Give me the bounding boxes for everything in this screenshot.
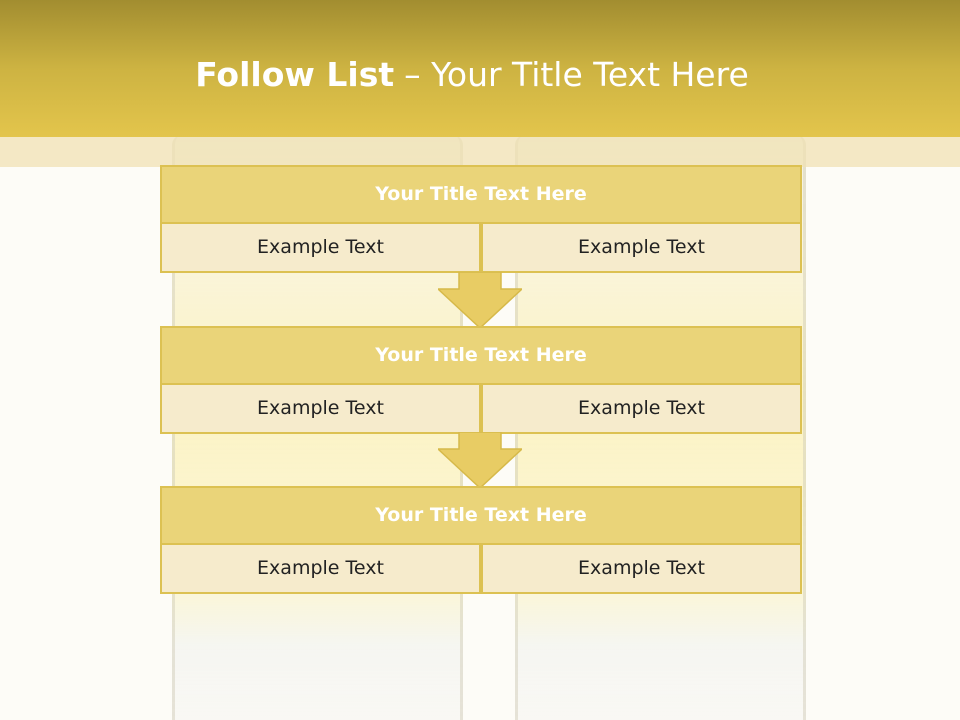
header-bar (0, 0, 960, 137)
block-cell-right: Example Text (481, 543, 802, 594)
block-cell-right: Example Text (481, 222, 802, 273)
block-title: Your Title Text Here (160, 486, 802, 545)
block-cell-left: Example Text (160, 383, 481, 434)
slide-title-bold: Follow List (195, 55, 395, 94)
header-band (0, 137, 960, 167)
down-arrow-icon (438, 272, 522, 328)
list-block-3: Your Title Text Here Example Text Exampl… (160, 486, 802, 594)
list-block-1: Your Title Text Here Example Text Exampl… (160, 165, 802, 273)
block-cell-right: Example Text (481, 383, 802, 434)
down-arrow-icon (438, 432, 522, 488)
block-title: Your Title Text Here (160, 326, 802, 385)
block-cell-left: Example Text (160, 222, 481, 273)
block-cell-left: Example Text (160, 543, 481, 594)
slide-title-rest: – Your Title Text Here (404, 55, 749, 94)
slide-title: Follow List– Your Title Text Here (0, 55, 944, 94)
block-title: Your Title Text Here (160, 165, 802, 224)
list-block-2: Your Title Text Here Example Text Exampl… (160, 326, 802, 434)
